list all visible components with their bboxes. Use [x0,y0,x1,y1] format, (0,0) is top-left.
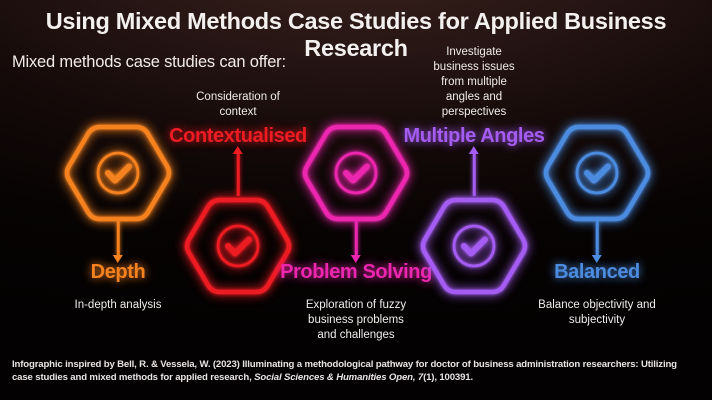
arrow-down-icon [595,221,599,255]
feature-label: Problem Solving [280,261,432,283]
feature-label: Contextualised [169,125,307,147]
hexagon-check-icon [543,124,651,222]
feature-description: Investigate business issues from multipl… [433,46,515,118]
citation-text: Infographic inspired by Bell, R. & Vesse… [12,359,677,383]
hexagon-check-icon [302,124,410,222]
page-title: Using Mixed Methods Case Studies for App… [45,8,667,61]
citation-footer: Infographic inspired by Bell, R. & Vesse… [12,359,700,384]
hexagon-check-icon [184,197,292,295]
arrow-up-icon [472,154,476,196]
feature-description: Balance objectivity and subjectivity [538,299,656,326]
citation-suffix: (1), 100391. [423,371,473,383]
subtitle: Mixed methods case studies can offer: [12,53,286,71]
hexagon-check-icon [420,197,528,295]
arrow-down-icon [354,221,358,255]
feature-label: Balanced [554,261,640,283]
feature-description: Exploration of fuzzy business problems a… [305,299,407,341]
feature-description: Consideration of context [196,91,280,118]
feature-description: In-depth analysis [74,299,162,311]
citation-journal: Social Sciences & Humanities Open, 7 [254,371,424,383]
arrow-up-icon [236,154,240,196]
feature-label: Depth [90,261,146,283]
arrow-down-icon [116,221,120,255]
feature-label: Multiple Angles [403,125,545,147]
hexagon-check-icon [64,124,172,222]
